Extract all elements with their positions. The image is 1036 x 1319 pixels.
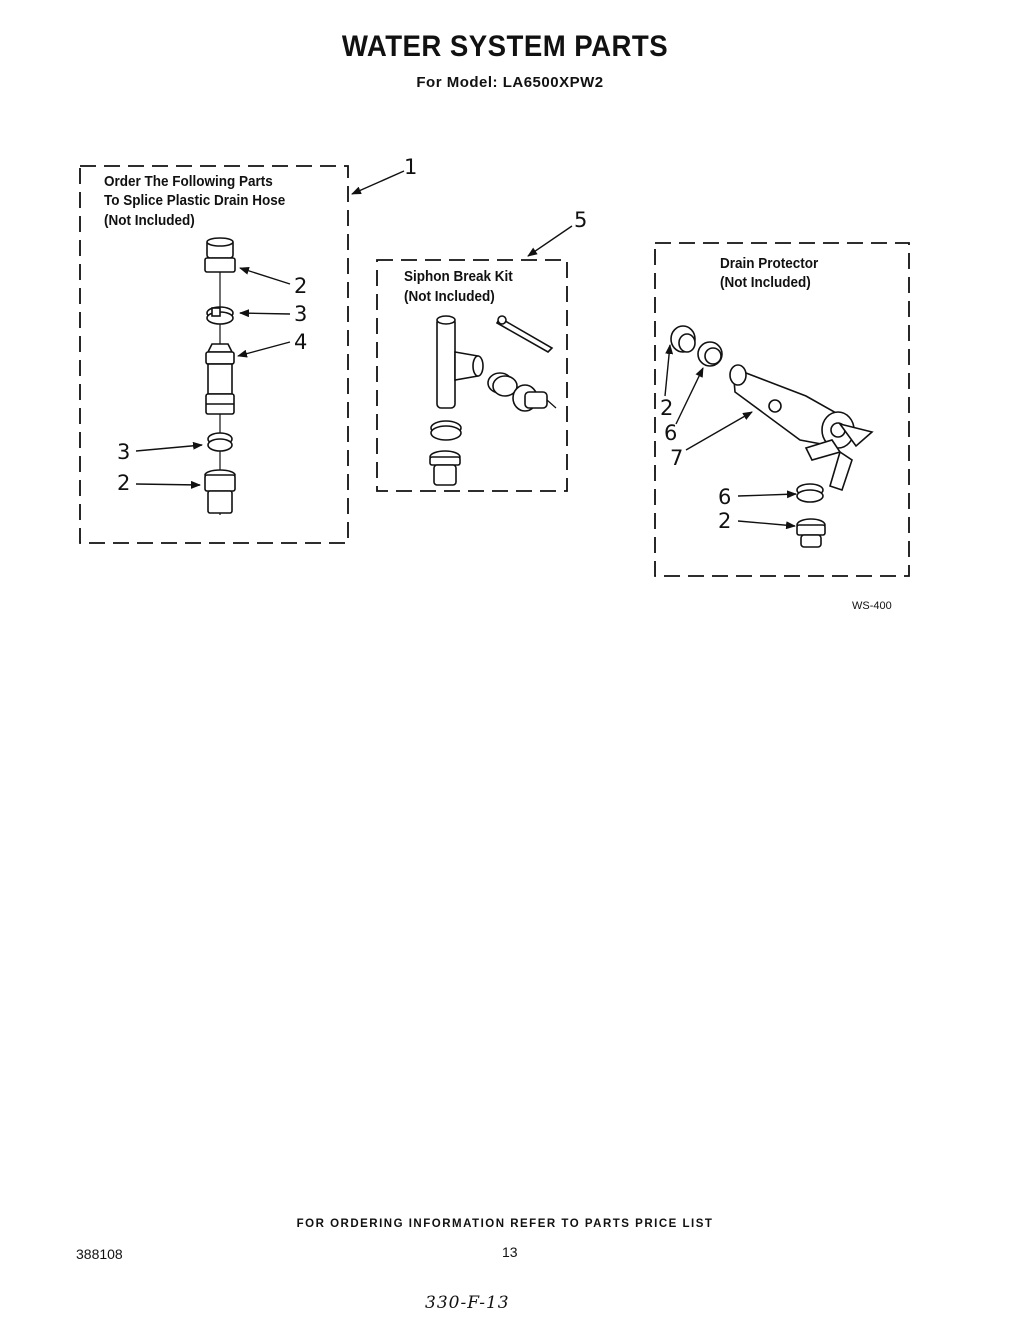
- drain-callout-6-bottom: 6: [718, 485, 732, 509]
- figure-code: WS-400: [852, 600, 892, 612]
- drain-protector-parts: [670, 325, 874, 548]
- splice-callout-2-top: 2: [294, 274, 308, 298]
- drain-box-label-line2: (Not Included): [720, 274, 811, 291]
- callout-arrow-5: [527, 225, 573, 257]
- document-number: 388108: [76, 1246, 123, 1262]
- siphon-box-label-line2: (Not Included): [404, 288, 495, 305]
- callout-number-1: 1: [404, 155, 418, 179]
- handwritten-note: 330-F-13: [425, 1293, 510, 1313]
- splice-callout-2-bottom: 2: [117, 471, 131, 495]
- splice-callout-4: 4: [294, 330, 308, 354]
- page-title: WATER SYSTEM PARTS: [341, 30, 669, 63]
- splice-box-label-line3: (Not Included): [104, 212, 195, 229]
- splice-callout-arrows: [135, 266, 291, 489]
- splice-box-label-line1: Order The Following Parts: [104, 173, 273, 190]
- callout-number-5: 5: [574, 208, 588, 232]
- drain-protector-box: [654, 242, 910, 577]
- page-number: 13: [502, 1244, 518, 1260]
- drain-callout-arrows: [664, 344, 797, 530]
- splice-hose-parts: [204, 237, 236, 515]
- drain-callout-7: 7: [670, 446, 684, 470]
- model-subtitle: For Model: LA6500XPW2: [416, 74, 604, 91]
- drain-callout-2-bottom: 2: [718, 509, 732, 533]
- ordering-note: FOR ORDERING INFORMATION REFER TO PARTS …: [296, 1218, 714, 1230]
- drain-callout-6-top: 6: [664, 421, 678, 445]
- drain-box-label-line1: Drain Protector: [720, 255, 819, 272]
- splice-callout-3-top: 3: [294, 302, 308, 326]
- siphon-box-label-line1: Siphon Break Kit: [404, 268, 513, 285]
- splice-parts-box: [79, 165, 349, 544]
- splice-box-label-line2: To Splice Plastic Drain Hose: [104, 192, 286, 209]
- drain-callout-2-top: 2: [660, 396, 674, 420]
- callout-arrow-1: [351, 170, 405, 195]
- splice-callout-3-bottom: 3: [117, 440, 131, 464]
- siphon-break-kit-parts: [429, 315, 557, 486]
- siphon-kit-box: [376, 259, 568, 492]
